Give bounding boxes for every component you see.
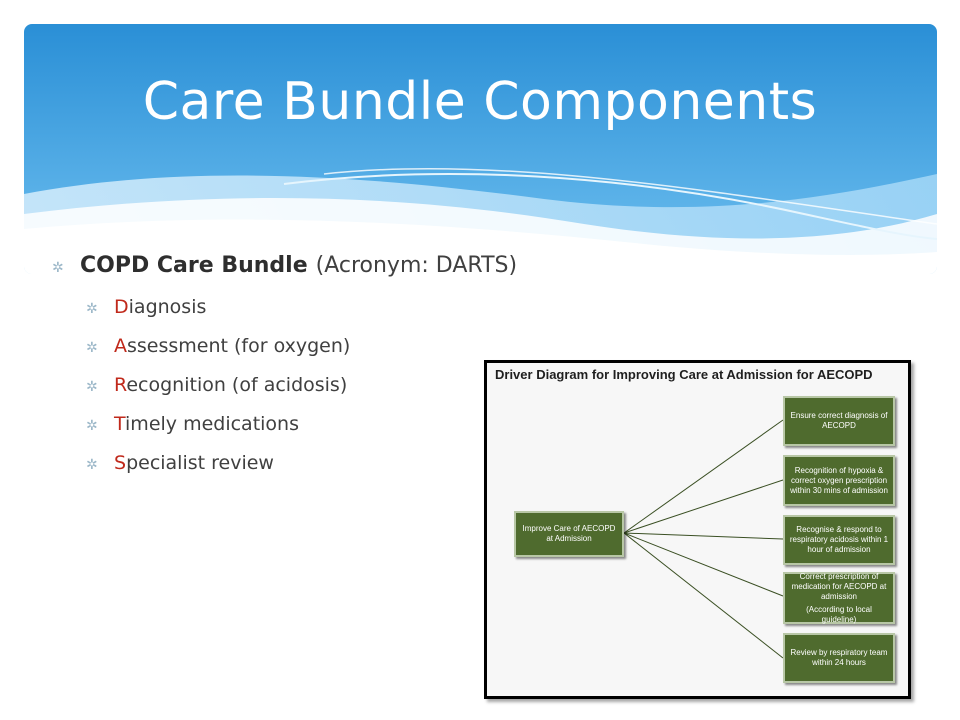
bullet-main: ✲ COPD Care Bundle (Acronym: DARTS) (52, 244, 612, 288)
bullet-star-icon: ✲ (86, 457, 98, 473)
bullet-text: ecognition (of acidosis) (126, 374, 348, 396)
driver-text: Recognise & respond to respiratory acido… (789, 525, 889, 554)
driver-box-acidosis: Recognise & respond to respiratory acido… (783, 515, 895, 565)
acronym-initial: R (114, 374, 127, 396)
bullet-star-icon: ✲ (86, 340, 98, 356)
bullet-main-rest: (Acronym: DARTS) (315, 253, 518, 278)
diagram-title: Driver Diagram for Improving Care at Adm… (495, 367, 873, 382)
connector-line (623, 532, 784, 540)
bullet-list: ✲ COPD Care Bundle (Acronym: DARTS) ✲ Di… (52, 244, 612, 483)
bullet-item-recognition: ✲ Recognition (of acidosis) (86, 366, 612, 405)
driver-text: Review by respiratory team within 24 hou… (790, 648, 888, 667)
driver-box-medication: Correct prescription of medication for A… (783, 572, 895, 624)
bullet-star-icon: ✲ (86, 418, 98, 434)
connector-line (623, 419, 784, 534)
slide-title: Care Bundle Components (142, 72, 818, 132)
header-banner (24, 24, 937, 274)
primary-driver-box: Improve Care of AECOPD at Admission (514, 511, 624, 557)
bullet-text: iagnosis (128, 296, 207, 318)
connector-lines (623, 419, 784, 659)
driver-box-review: Review by respiratory team within 24 hou… (783, 633, 895, 683)
bullet-text: imely medications (125, 413, 299, 435)
driver-text: Recognition of hypoxia & correct oxygen … (790, 465, 888, 495)
acronym-initial: A (114, 335, 127, 357)
bullet-star-icon: ✲ (86, 379, 98, 395)
acronym-initial: D (114, 296, 129, 318)
driver-diagram: Driver Diagram for Improving Care at Adm… (484, 360, 911, 699)
connector-line (623, 532, 784, 597)
acronym-initial: T (114, 413, 126, 435)
bullet-item-assessment: ✲ Assessment (for oxygen) (86, 327, 612, 366)
bullet-text: ssessment (for oxygen) (127, 335, 351, 357)
driver-note: (According to local guideline) (806, 604, 872, 624)
primary-driver-text: Improve Care of AECOPD at Admission (522, 524, 616, 543)
bullet-main-bold: COPD Care Bundle (80, 253, 308, 278)
driver-text: Correct prescription of medication for A… (791, 571, 887, 601)
driver-box-diagnosis: Ensure correct diagnosis of AECOPD (783, 396, 895, 446)
driver-box-hypoxia: Recognition of hypoxia & correct oxygen … (783, 455, 895, 506)
acronym-initial: S (114, 452, 127, 474)
bullet-text: pecialist review (126, 452, 274, 474)
bullet-item-diagnosis: ✲ Diagnosis (86, 288, 612, 327)
driver-text: Ensure correct diagnosis of AECOPD (790, 411, 888, 430)
connector-line (623, 479, 784, 534)
connector-line (623, 532, 784, 659)
bullet-star-icon: ✲ (52, 260, 64, 276)
wave-background (24, 24, 937, 274)
bullet-item-timely: ✲ Timely medications (86, 405, 612, 444)
bullet-item-specialist: ✲ Specialist review (86, 444, 612, 483)
bullet-star-icon: ✲ (86, 301, 98, 317)
